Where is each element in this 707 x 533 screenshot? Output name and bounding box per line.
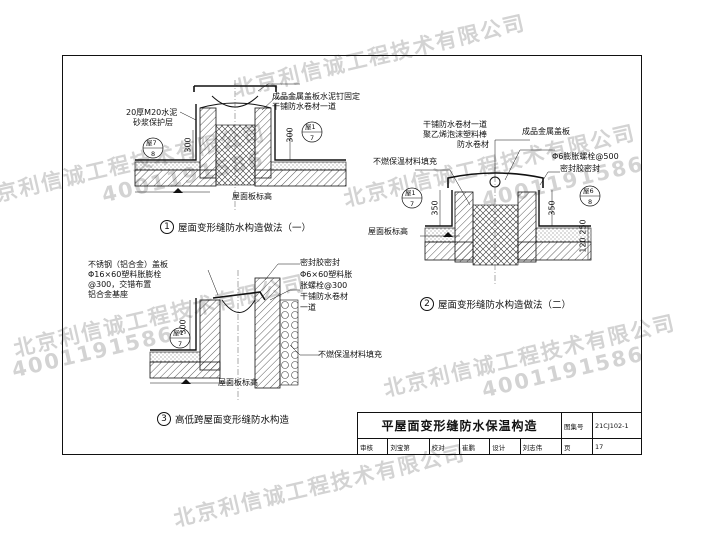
- atlas-label: 图集号: [560, 412, 594, 439]
- check-label: 校对: [428, 438, 460, 455]
- d3-roof-elevation: 屋面板标高: [218, 378, 258, 387]
- d2-membrane-label-1: 干铺防水卷材一道: [423, 120, 487, 129]
- d2-membrane-label-3: 防水卷材: [457, 140, 489, 149]
- d2-bolt-label-2: 密封胶密封: [560, 164, 600, 173]
- d2-roof-elevation: 屋面板标高: [368, 227, 408, 236]
- page-label: 页: [560, 438, 594, 455]
- d3-bolt-label-1: Φ6×60塑料胀: [300, 270, 353, 279]
- detail-2-drawing: [415, 139, 592, 285]
- page-number: 17: [592, 438, 642, 455]
- d2-membrane-label-2: 聚乙烯泡沫塑料棒: [423, 130, 487, 139]
- design-label: 设计: [489, 438, 521, 455]
- detail-1-caption: 1 屋面变形缝防水构造做法（一）: [160, 220, 311, 234]
- check-name: 崔鹏: [458, 438, 491, 455]
- d2-ref-left-bottom: 7: [410, 200, 415, 208]
- d3-insulation-label: 不燃保温材料填充: [318, 350, 382, 359]
- design-name: 刘志伟: [519, 438, 563, 455]
- detail-2-caption: 2 屋面变形缝防水构造做法（二）: [420, 297, 571, 311]
- detail-2-number: 2: [420, 297, 434, 311]
- d3-membrane-label-1: 干铺防水卷材: [300, 292, 348, 301]
- d2-ref-right-top: 屋6: [583, 187, 594, 195]
- d1-membrane-label: 干铺防水卷材一道: [272, 102, 336, 111]
- d1-mortar-label-1: 20厚M20水泥: [126, 108, 178, 117]
- d2-insulation-label: 不燃保温材料填充: [373, 157, 437, 166]
- review-name: 刘宝第: [387, 438, 430, 455]
- d2-dim-250: 250: [578, 219, 588, 235]
- d1-cover-plate-label: 成品金属盖板水泥钉固定: [272, 92, 360, 101]
- detail-3-title: 高低跨屋面变形缝防水构造: [175, 415, 290, 426]
- detail-1-drawing: [134, 80, 347, 210]
- d2-dim-120: 120: [578, 237, 588, 253]
- d1-ref-right-bottom: 7: [310, 134, 315, 142]
- d1-dim-300-left: 300: [183, 137, 193, 153]
- atlas-number: 21CJ102-1: [592, 412, 642, 439]
- d3-ref-top: 屋1: [173, 329, 184, 337]
- detail-3-caption: 3 高低跨屋面变形缝防水构造: [157, 412, 289, 426]
- detail-3-number: 3: [157, 412, 171, 426]
- detail-3-drawing: [149, 263, 320, 400]
- detail-drawings: [134, 80, 601, 400]
- d2-ref-left-top: 屋1: [405, 189, 416, 197]
- d1-ref-left-top: 屋7: [146, 139, 157, 147]
- d1-ref-right-top: 屋1: [305, 123, 316, 131]
- d3-cover-label-3: @300，交错布置: [88, 280, 152, 289]
- drawing-sheet: 北京利信诚工程技术有限公司 北京利信诚工程技术有限公司 4001191586 4…: [0, 11, 678, 532]
- d1-mortar-label-2: 砂浆保护层: [133, 118, 173, 127]
- d2-dim-350-right: 350: [547, 200, 557, 216]
- detail-1-title: 屋面变形缝防水构造做法（一）: [178, 223, 312, 234]
- d2-bolt-label-1: Φ6膨胀螺栓@500: [552, 152, 619, 161]
- d1-dim-300-right: 300: [285, 127, 295, 143]
- d3-cover-label-1: 不锈钢（铝合金）盖板: [88, 260, 168, 269]
- title-block: 平屋面变形缝防水保温构造 图集号 21CJ102-1 审核 刘宝第 校对 崔鹏 …: [356, 412, 642, 455]
- d1-ref-left-bottom: 8: [151, 150, 156, 158]
- d3-cover-label-4: 铝合金基座: [88, 290, 128, 299]
- review-label: 审核: [356, 438, 389, 455]
- d3-ref-bottom: 7: [178, 340, 183, 348]
- d3-seal-label: 密封胶密封: [300, 258, 340, 267]
- d1-roof-elevation: 屋面板标高: [232, 192, 272, 201]
- d3-bolt-label-2: 胀螺栓@300: [300, 281, 348, 290]
- sheet-title: 平屋面变形缝防水保温构造: [357, 412, 562, 439]
- d3-membrane-label-2: 一道: [300, 303, 316, 312]
- reference-markers: [142, 121, 601, 349]
- d2-ref-right-bottom: 8: [588, 198, 593, 206]
- detail-1-number: 1: [160, 220, 174, 234]
- d2-cover-plate-label: 成品金属盖板: [522, 127, 570, 136]
- d2-dim-350-left: 350: [430, 200, 440, 216]
- detail-2-title: 屋面变形缝防水构造做法（二）: [438, 300, 572, 311]
- drawing-frame: [62, 55, 642, 455]
- d3-cover-label-2: Φ16×60塑料胀膨栓: [88, 270, 162, 279]
